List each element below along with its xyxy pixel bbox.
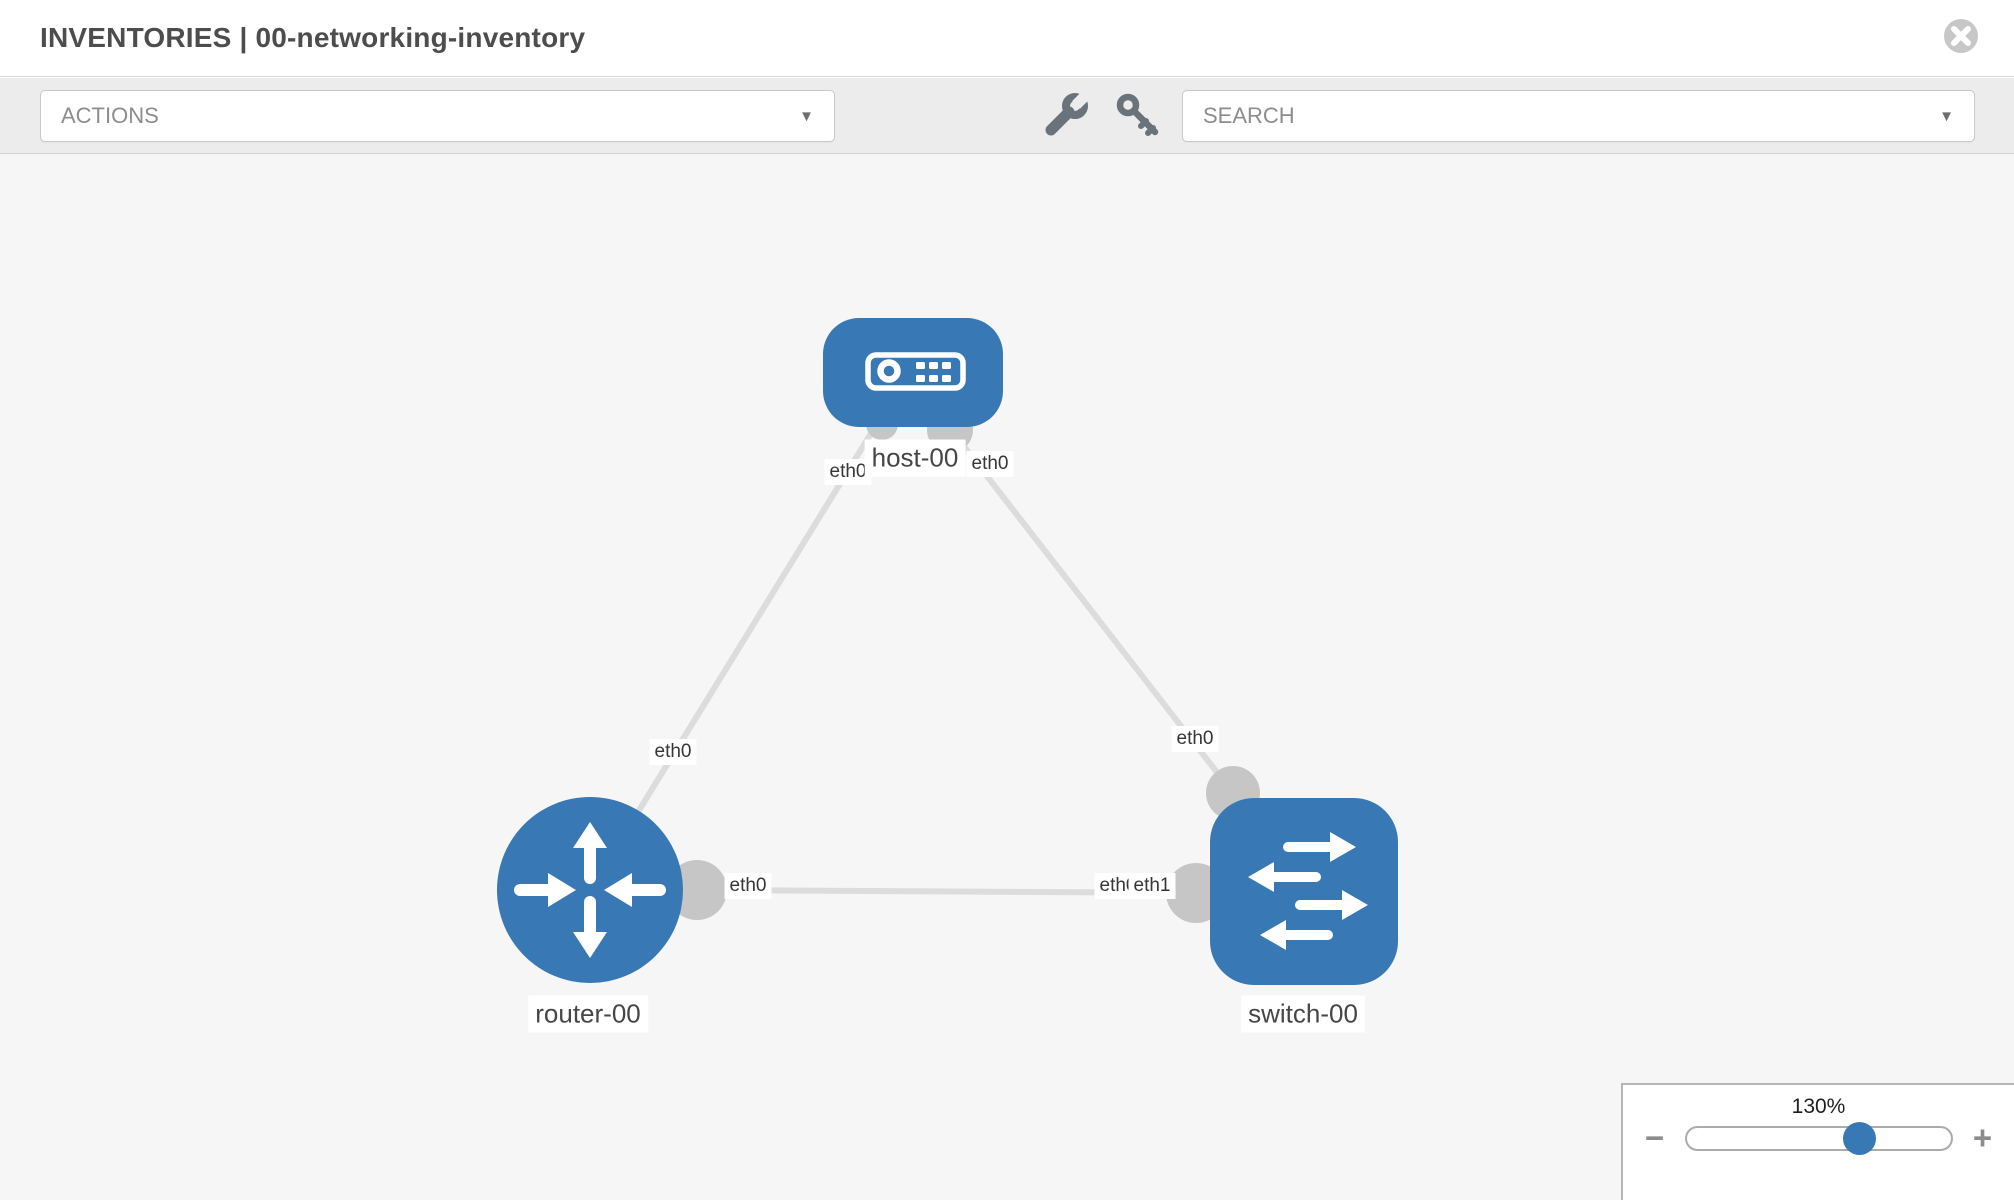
router-icon	[514, 822, 666, 958]
key-icon[interactable]	[1115, 91, 1163, 139]
interface-label: eth0	[966, 451, 1014, 477]
wrench-icon[interactable]	[1042, 91, 1090, 139]
header: INVENTORIES | 00-networking-inventory	[0, 0, 2014, 77]
zoom-level-value: 130%	[1791, 1095, 1846, 1118]
node-switch-00[interactable]	[1210, 798, 1398, 985]
search-placeholder: SEARCH	[1203, 103, 1295, 128]
topology-canvas[interactable]: host-00 router-00 switch-00 eth0 eth0 et…	[0, 154, 2014, 1200]
host-icon	[865, 352, 966, 391]
interface-label: eth1	[1128, 873, 1176, 899]
node-label-host: host-00	[864, 439, 966, 477]
switch-icon	[1248, 832, 1368, 950]
chevron-down-icon: ▼	[1939, 107, 1954, 125]
actions-dropdown-label: ACTIONS	[61, 103, 159, 128]
zoom-slider-handle[interactable]	[1842, 1121, 1876, 1155]
zoom-out-button[interactable]: −	[1644, 1119, 1665, 1156]
search-dropdown[interactable]: SEARCH ▼	[1182, 90, 1975, 142]
page-title: INVENTORIES | 00-networking-inventory	[40, 22, 586, 53]
zoom-in-button[interactable]: +	[1972, 1119, 1993, 1156]
close-icon[interactable]	[1943, 18, 1979, 54]
actions-dropdown[interactable]: ACTIONS ▼	[40, 90, 835, 142]
toolbar: ACTIONS ▼ SEARCH ▼	[0, 78, 2014, 154]
zoom-slider-track[interactable]	[1684, 1121, 1953, 1155]
interface-label: eth0	[724, 873, 772, 899]
node-label-switch: switch-00	[1241, 995, 1365, 1033]
node-label-router: router-00	[528, 995, 648, 1033]
interface-label: eth0	[824, 459, 872, 485]
node-router-00[interactable]	[497, 797, 683, 983]
interface-circles	[667, 407, 1260, 923]
links	[587, 420, 1236, 896]
interface-label: eth0	[1171, 726, 1219, 752]
interface-label: eth0	[649, 739, 697, 765]
interface-circle	[667, 860, 727, 920]
chevron-down-icon: ▼	[799, 107, 814, 125]
node-host-00[interactable]	[823, 318, 1003, 427]
zoom-panel: 130% − +	[1621, 1083, 2014, 1200]
